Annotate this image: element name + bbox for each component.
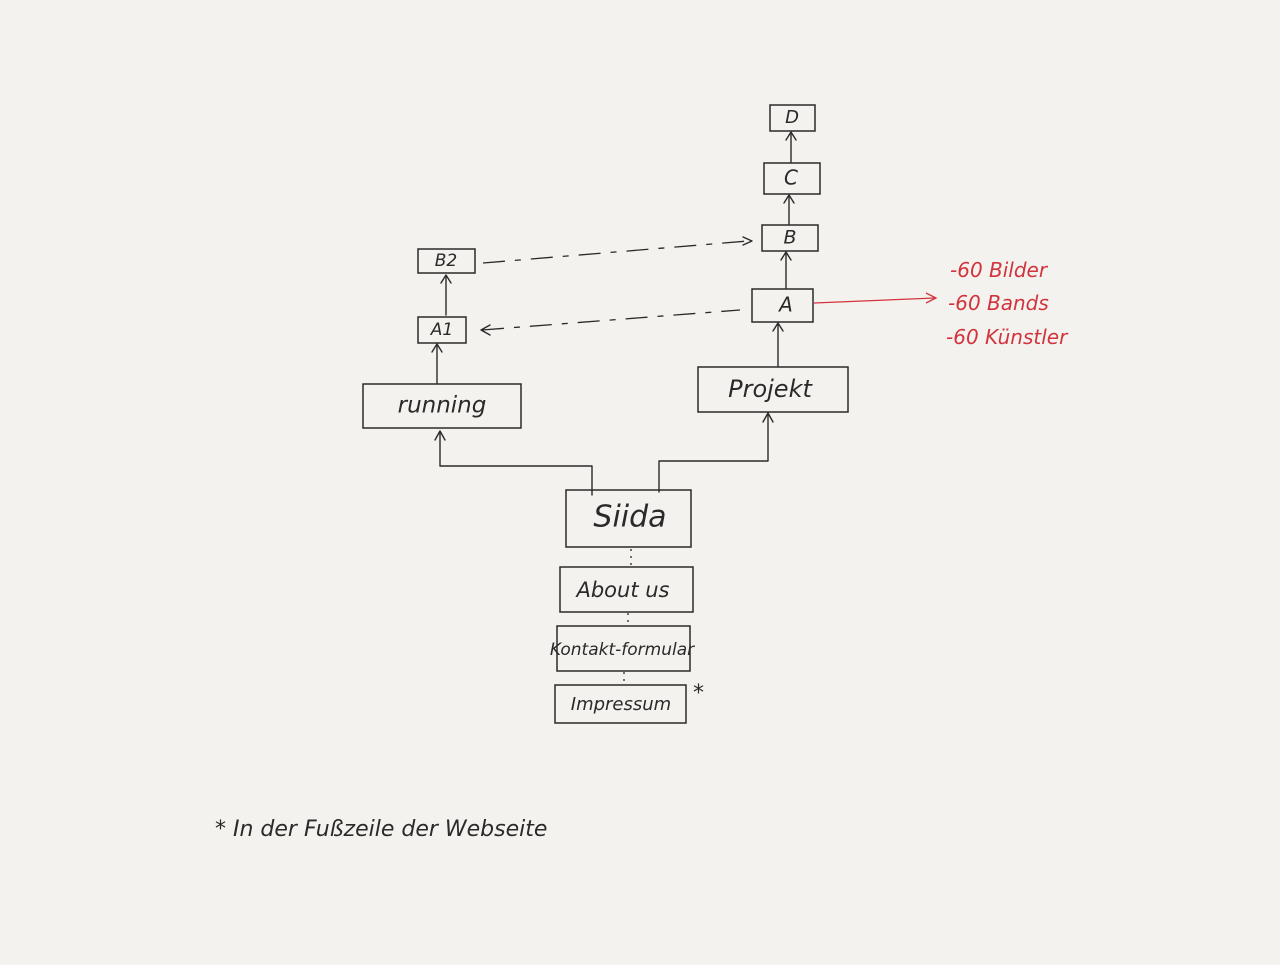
arrow-projekt-to-a (772, 322, 784, 367)
node-siida: Siida (565, 489, 692, 548)
node-running-label: running (398, 393, 487, 419)
node-impressum-label: Impressum (571, 694, 671, 715)
node-impressum: Impressum (554, 684, 687, 724)
annotation-bilder: -60 Bilder (950, 258, 1049, 282)
node-siida-label: Siida (593, 500, 666, 535)
arrow-b-to-c (783, 194, 795, 225)
node-kontaktformular: Kontakt-formular (550, 625, 695, 672)
node-about-us: About us (559, 566, 694, 613)
arrow-running-to-a1 (431, 343, 443, 384)
connector-siida-to-running (434, 430, 593, 496)
node-a1-label: A1 (430, 320, 453, 340)
node-a: A (751, 288, 814, 323)
node-b-label: B (783, 227, 796, 249)
node-a1: A1 (417, 316, 467, 344)
arrow-a-to-b (780, 251, 792, 289)
node-c-label: C (784, 166, 798, 190)
arrow-c-to-d (785, 131, 797, 163)
annotation-list: -60 Bilder -60 Bands -60 Künstler (946, 258, 1069, 349)
connector-siida-to-projekt (658, 412, 774, 493)
node-b2-label: B2 (435, 251, 457, 271)
node-d: D (769, 104, 816, 132)
dashed-link-a1-a (480, 309, 741, 336)
node-c: C (763, 162, 821, 195)
annotation-bands: -60 Bands (948, 291, 1049, 315)
impressum-asterisk: * (693, 681, 704, 706)
node-a-label: A (777, 293, 793, 317)
node-about-us-label: About us (574, 578, 669, 602)
arrow-a1-to-b2 (440, 274, 452, 316)
annotation-arrow (813, 292, 938, 304)
node-b: B (761, 224, 819, 252)
footnote: * In der Fußzeile der Webseite (215, 817, 547, 842)
node-projekt-label: Projekt (728, 375, 813, 403)
node-kontaktformular-label: Kontakt-formular (550, 640, 695, 660)
node-d-label: D (785, 107, 799, 128)
dashed-link-b2-b (482, 236, 753, 264)
node-projekt: Projekt (697, 366, 849, 413)
annotation-kuenstler: -60 Künstler (946, 325, 1069, 349)
node-running: running (362, 383, 522, 429)
node-b2: B2 (417, 248, 476, 274)
